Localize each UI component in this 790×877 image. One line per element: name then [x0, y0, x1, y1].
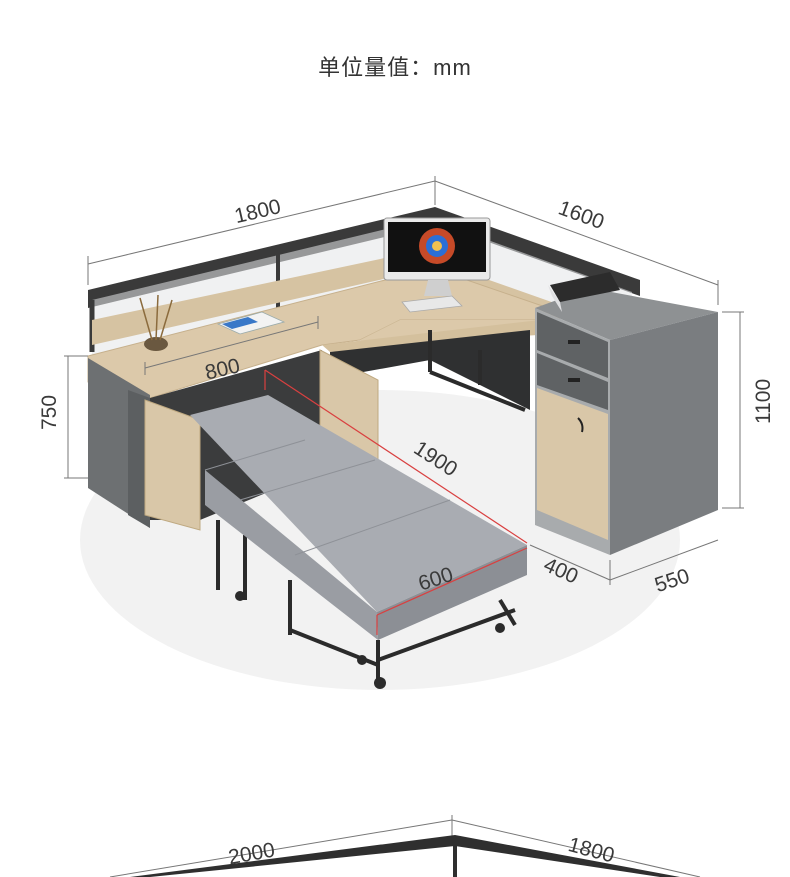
dim-height-left: 750	[38, 395, 61, 430]
dim-cabinet-height: 1100	[752, 379, 775, 424]
keyboard-icon	[401, 295, 463, 313]
book-icon	[216, 311, 286, 335]
dimension-lines	[64, 176, 744, 585]
desk-legs	[428, 330, 526, 412]
basket-icon	[548, 272, 620, 312]
dim-desk-width: 1800	[232, 195, 283, 228]
left-door	[144, 399, 201, 531]
storage-cabinet	[535, 288, 718, 555]
second-illustration	[109, 815, 701, 877]
bed-wheels	[235, 591, 505, 689]
unit-label: 单位量值：mm	[318, 55, 472, 80]
monitor-icon	[383, 217, 491, 296]
mattress	[190, 395, 527, 640]
plant-vase-icon	[139, 294, 173, 351]
bed-dimension-lines	[264, 369, 528, 635]
